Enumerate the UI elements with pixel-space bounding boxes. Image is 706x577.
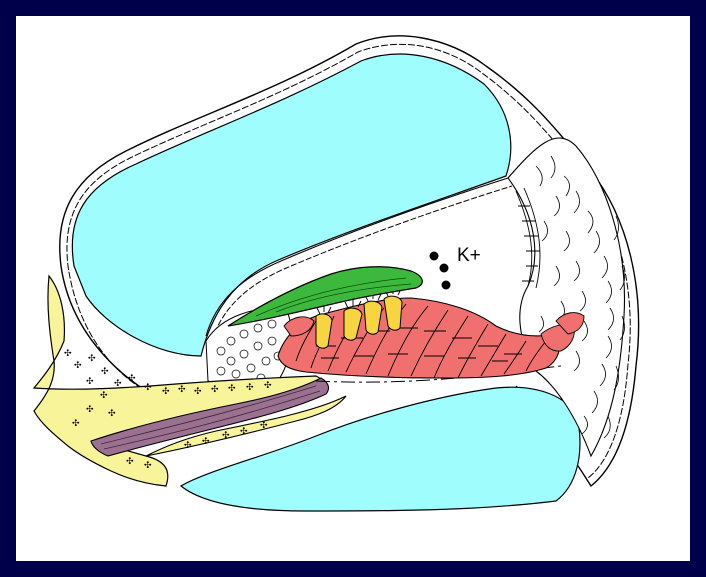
svg-text:✣: ✣ bbox=[222, 431, 230, 441]
svg-text:✣: ✣ bbox=[264, 381, 272, 391]
svg-text:✣: ✣ bbox=[100, 391, 108, 401]
svg-text:✣: ✣ bbox=[194, 387, 202, 397]
svg-text:✣: ✣ bbox=[240, 427, 248, 437]
svg-text:✣: ✣ bbox=[184, 441, 192, 451]
svg-text:✣: ✣ bbox=[74, 361, 82, 371]
svg-text:✣: ✣ bbox=[260, 421, 268, 431]
svg-text:✣: ✣ bbox=[228, 384, 236, 394]
ion-dot bbox=[440, 264, 449, 273]
svg-text:✣: ✣ bbox=[126, 457, 134, 467]
svg-text:✣: ✣ bbox=[64, 349, 72, 359]
svg-text:✣: ✣ bbox=[246, 383, 254, 393]
potassium-ions bbox=[430, 252, 451, 290]
svg-text:✣: ✣ bbox=[101, 367, 109, 377]
svg-text:✣: ✣ bbox=[144, 383, 152, 393]
svg-text:✣: ✣ bbox=[86, 405, 94, 415]
ion-dot bbox=[442, 281, 451, 290]
svg-text:✣: ✣ bbox=[72, 419, 80, 429]
ion-dot bbox=[430, 252, 439, 261]
svg-text:✣: ✣ bbox=[114, 379, 122, 389]
svg-text:✣: ✣ bbox=[86, 377, 94, 387]
svg-text:✣: ✣ bbox=[178, 385, 186, 395]
svg-text:✣: ✣ bbox=[211, 385, 219, 395]
svg-text:✣: ✣ bbox=[128, 374, 136, 384]
svg-text:✣: ✣ bbox=[144, 461, 152, 471]
figure-panel: ✣ ✣ ✣ ✣ ✣ ✣ ✣ ✣ ✣ ✣ ✣ ✣ ✣ ✣ ✣ ✣ ✣ ✣ ✣ ✣ bbox=[16, 16, 690, 561]
svg-text:✣: ✣ bbox=[108, 409, 116, 419]
svg-text:✣: ✣ bbox=[162, 387, 170, 397]
potassium-label: K+ bbox=[457, 245, 481, 266]
cochlea-cross-section-diagram: ✣ ✣ ✣ ✣ ✣ ✣ ✣ ✣ ✣ ✣ ✣ ✣ ✣ ✣ ✣ ✣ ✣ ✣ ✣ ✣ bbox=[16, 16, 690, 561]
svg-text:✣: ✣ bbox=[202, 437, 210, 447]
svg-text:✣: ✣ bbox=[88, 354, 96, 364]
